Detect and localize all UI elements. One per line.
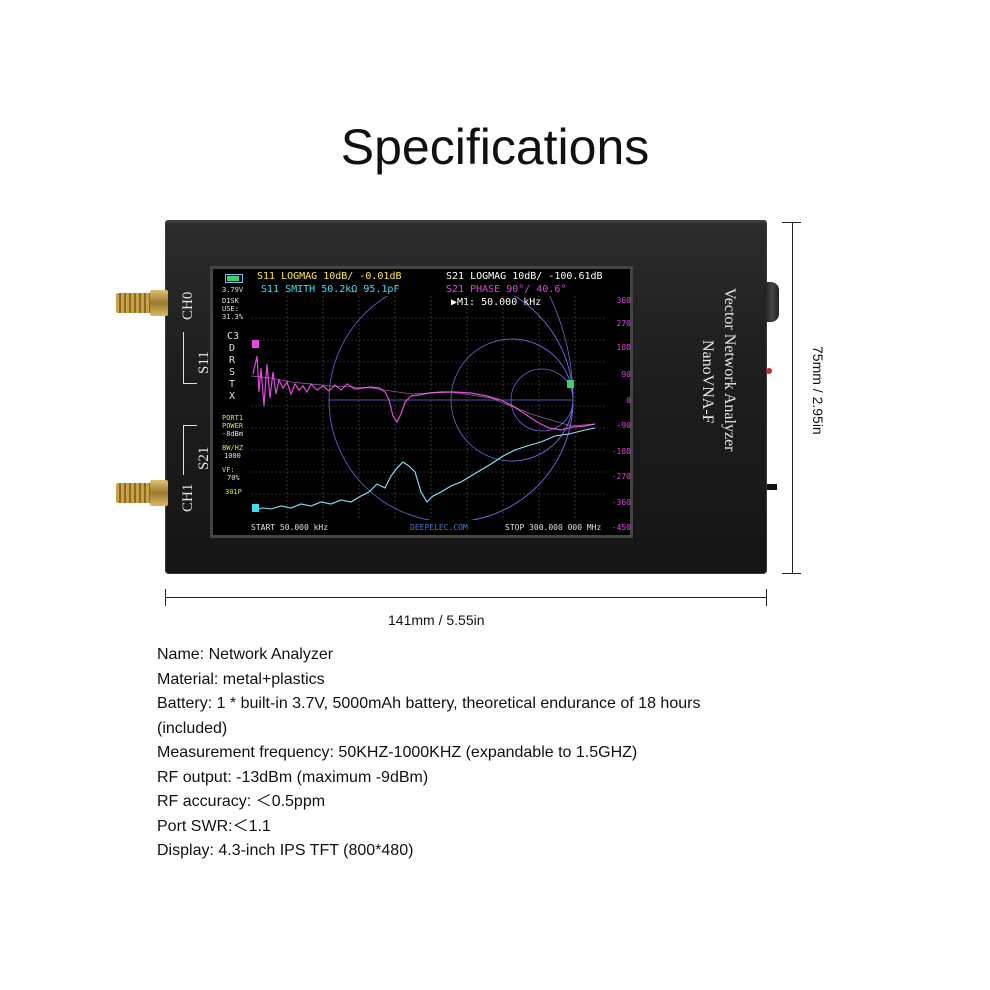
specifications-list: Name: Network Analyzer Material: metal+p… (157, 643, 857, 864)
spec-line: Battery: 1 * built-in 3.7V, 5000mAh batt… (157, 695, 701, 712)
jog-wheel[interactable] (765, 282, 779, 322)
vf-value: 70% (227, 474, 240, 482)
points-value: 301P (225, 488, 242, 496)
ch0-sma-connector (116, 290, 168, 316)
trace-s21-logmag: S21 LOGMAG 10dB/ -100.61dB (446, 271, 603, 282)
phase-scale-tick: 270 (616, 319, 631, 328)
marker-1-s11 (252, 340, 259, 348)
height-dimension-label: 75mm / 2.95in (810, 346, 826, 435)
phase-scale-tick: -360 (611, 498, 631, 507)
s21-logmag-trace (252, 427, 596, 511)
menu-letter[interactable]: T (229, 379, 236, 390)
watermark: DEEPELEC.COM (410, 523, 468, 532)
height-dimension-tick-top (782, 222, 801, 223)
battery-voltage: 3.79V (222, 286, 244, 294)
power-label: POWER (222, 422, 244, 430)
s21-bracket-foot (183, 425, 197, 426)
phase-scale-tick: 90 (621, 370, 631, 379)
ch1-sma-connector (116, 480, 168, 506)
s11-phase-trace (252, 355, 596, 431)
power-value: -8dBm (222, 430, 244, 438)
stop-frequency: STOP 300.000 000 MHz (505, 523, 602, 532)
disk-label: DISK (222, 297, 239, 305)
device-screen: 3.79V DISK USE: 31.3% C3 D R S T X PORT1… (210, 266, 633, 538)
brand-model: NanoVNA-F (699, 340, 716, 424)
spec-line: (included) (157, 719, 228, 737)
start-frequency: START 50.000 kHz (251, 523, 329, 532)
spec-line: Name: Network Analyzer (157, 646, 334, 663)
menu-letter[interactable]: R (229, 355, 236, 366)
menu-letter[interactable]: X (229, 391, 236, 402)
width-dimension-tick-left (165, 589, 166, 606)
phase-scale-tick: 360 (616, 296, 631, 305)
width-dimension-tick-right (766, 589, 767, 606)
s21-phase-trace (251, 375, 596, 427)
marker-readout: ▶M1: 50.000 kHz (451, 297, 542, 308)
marker-1-s21 (252, 504, 259, 512)
menu-letter[interactable]: C3 (227, 331, 240, 342)
bw-value: 1000 (224, 452, 241, 460)
ch0-label: CH0 (180, 291, 196, 320)
height-dimension-tick-bottom (782, 573, 801, 574)
phase-scale-tick: -450 (611, 523, 631, 532)
phase-scale-tick: -180 (611, 447, 631, 456)
trace-s11-smith: S11 SMITH 50.2kΩ 95.1pF (261, 284, 400, 295)
status-led (766, 368, 772, 374)
marker-1-smith (567, 380, 574, 388)
disk-use-value: 31.3% (222, 313, 244, 321)
s11-bracket-line (183, 332, 184, 384)
power-switch[interactable] (767, 484, 777, 490)
menu-letter[interactable]: D (229, 343, 236, 354)
spec-line: RF output: -13dBm (maximum -9dBm) (157, 768, 429, 786)
s21-bracket-line (183, 425, 184, 475)
spec-line: RF accuracy: ＜0.5ppm (157, 793, 326, 810)
disk-use-label: USE: (222, 305, 239, 313)
trace-s21-phase: S21 PHASE 90°/ 40.6° (446, 284, 567, 295)
port-label: PORT1 (222, 414, 244, 422)
smith-chart-grid (328, 296, 574, 520)
vf-label: VF: (222, 466, 235, 474)
page-title: Specifications (340, 119, 650, 175)
width-dimension-label: 141mm / 5.55in (388, 612, 485, 628)
width-dimension-line (165, 597, 767, 598)
height-dimension-line (792, 222, 793, 574)
phase-scale-tick: -90 (616, 421, 631, 430)
spec-line: Material: metal+plastics (157, 670, 325, 688)
brand-description: Vector Network Analyzer (721, 288, 738, 452)
spec-line: Port SWR:＜1.1 (157, 817, 271, 835)
battery-icon (225, 274, 243, 283)
menu-letter[interactable]: S (229, 367, 236, 378)
ch1-label: CH1 (180, 483, 196, 512)
phase-scale-tick: -270 (611, 472, 631, 481)
phase-scale-tick: 180 (616, 343, 631, 352)
trace-s11-logmag: S11 LOGMAG 10dB/ -0.01dB (257, 271, 402, 282)
plot-area (251, 296, 607, 520)
spec-line: Display: 4.3-inch IPS TFT (800*480) (157, 842, 414, 859)
bw-label: BW/HZ (222, 444, 244, 452)
phase-scale-tick: 0 (626, 396, 631, 405)
spec-line: Measurement frequency: 50KHZ-1000KHZ (ex… (157, 744, 638, 761)
s11-bracket-foot (183, 383, 197, 384)
